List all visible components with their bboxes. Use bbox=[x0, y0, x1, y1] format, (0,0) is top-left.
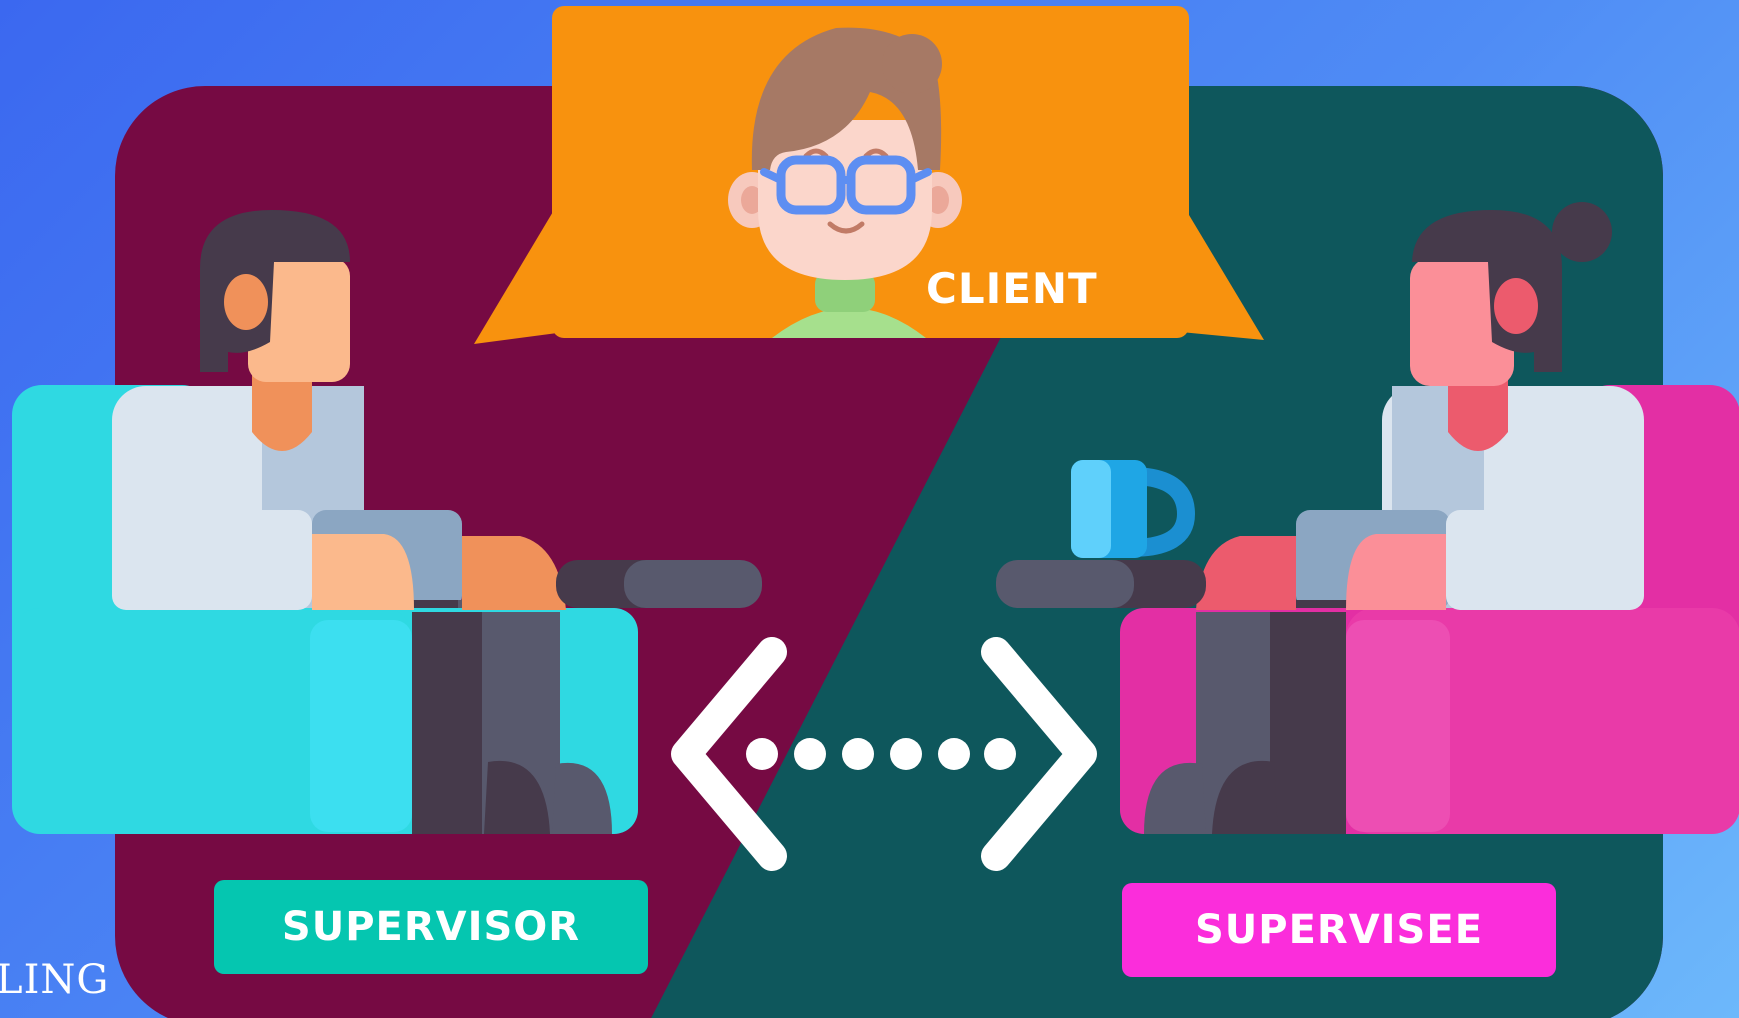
left-chevron-icon bbox=[671, 637, 787, 871]
supervisee-label: SUPERVISEE bbox=[1122, 883, 1556, 977]
corner-logo-text: LING bbox=[0, 957, 110, 1003]
client-avatar-icon bbox=[728, 27, 962, 338]
right-chevron-icon bbox=[981, 637, 1097, 871]
dotted-line bbox=[746, 738, 1016, 770]
mug-icon bbox=[1071, 460, 1196, 558]
supervisor-label: SUPERVISOR bbox=[214, 880, 648, 974]
client-label: CLIENT bbox=[926, 264, 1098, 313]
supervisor-person-icon bbox=[12, 210, 762, 834]
supervisee-person-icon bbox=[996, 202, 1739, 834]
two-way-arrow-icon bbox=[671, 637, 1097, 871]
